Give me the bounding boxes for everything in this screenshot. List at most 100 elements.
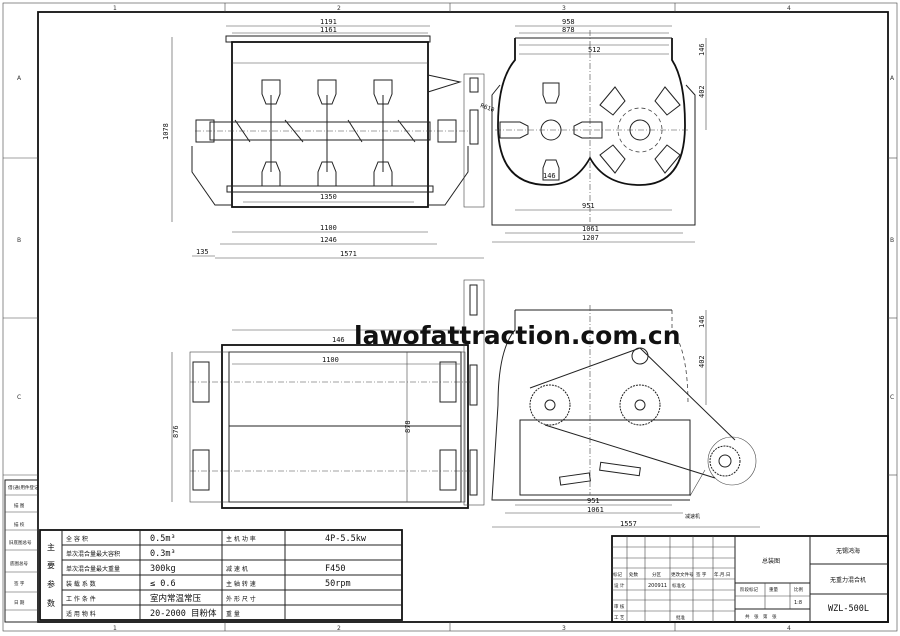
process-label: 工 艺 — [614, 615, 625, 621]
model-number: WZL-500L — [828, 604, 869, 614]
end-view: 减速机 146 402 951 1061 1557 — [491, 305, 760, 528]
design-date: 200911 — [648, 583, 667, 589]
column-label: 3 — [562, 625, 566, 632]
param-label: 主 机 功 率 — [226, 535, 256, 543]
approve-label: 批准 — [676, 614, 685, 621]
params-side-title: 数 — [47, 598, 55, 608]
strip-label: 签 字 — [14, 580, 25, 587]
dim-label: 1078 — [162, 123, 170, 140]
scale-label: 比例 — [794, 586, 803, 593]
standard-label: 标准化 — [672, 582, 686, 589]
column-label: 4 — [787, 625, 791, 632]
dim-label: 1246 — [320, 236, 337, 244]
dim-label: 951 — [582, 202, 595, 210]
param-value: 0.5m³ — [150, 534, 176, 544]
param-value: 300kg — [150, 564, 176, 574]
row-label: C — [890, 394, 894, 401]
param-label: 全 容 积 — [66, 535, 88, 543]
watermark: lawofattraction.com.cn — [354, 321, 681, 350]
dim-label: 146 — [698, 43, 706, 56]
weight-label: 重量 — [769, 586, 778, 593]
designer-label: 设 计 — [614, 582, 625, 589]
dim-label: 1207 — [582, 234, 599, 242]
dim-label: 1100 — [320, 224, 337, 232]
dim-label: 1350 — [320, 193, 337, 201]
dim-label: 951 — [587, 497, 600, 505]
sheet-count: 共 张 第 张 — [745, 613, 777, 620]
parameters-table: 主 要 参 数 全 容 积 0.5m³ 主 机 功 率 4P-5.5kw 单次混合量最大… — [39, 529, 403, 621]
plan-view: 146 1100 876 878 — [171, 279, 485, 509]
dim-label: 402 — [698, 85, 706, 98]
front-view: 1191 1161 1078 1350 1100 1246 135 1571 — [162, 18, 485, 259]
param-value: 20-2000 目粉体 — [150, 608, 217, 619]
column-label: 3 — [562, 5, 566, 12]
dim-label: 876 — [172, 425, 180, 438]
dim-label: 878 — [562, 26, 575, 34]
dim-label: 1100 — [322, 356, 339, 364]
param-value: 室内常温常压 — [150, 593, 202, 604]
grid-zone-markers: 1 2 3 4 1 2 3 4 A B C A B C — [3, 3, 897, 632]
dim-label: 878 — [404, 420, 412, 433]
review-label: 审 核 — [614, 603, 625, 610]
row-label: C — [17, 394, 21, 401]
params-side-title: 参 — [47, 579, 55, 589]
param-value: 4P-5.5kw — [325, 534, 367, 544]
stage-label: 阶段标记 — [740, 586, 758, 593]
company-name: 无锡鸿海 — [836, 547, 860, 555]
dim-label: 1571 — [340, 250, 357, 258]
params-side-title: 要 — [47, 561, 55, 570]
param-label: 单次混合量最大重量 — [66, 565, 120, 573]
title-block: 标记 处数 分区 更改文件号 签 字 年.月.日 设 计 200911 标准化 … — [611, 535, 889, 623]
column-label: 1 — [113, 625, 117, 632]
strip-label: 描 图 — [14, 502, 25, 509]
strip-label: 日 期 — [14, 600, 25, 606]
dim-label: 1061 — [582, 225, 599, 233]
param-label: 单次混合量最大容积 — [66, 550, 120, 558]
param-label: 减 速 机 — [226, 565, 248, 573]
dim-label: 512 — [588, 46, 601, 54]
drawing-frame — [37, 11, 889, 623]
product-name: 无重力混合机 — [830, 576, 866, 584]
row-label: A — [17, 75, 22, 82]
dim-label: 958 — [562, 18, 575, 26]
params-side-title: 主 — [47, 542, 55, 552]
reducer-label: 减速机 — [685, 513, 700, 520]
title-header: 标记 — [613, 571, 622, 578]
title-header: 处数 — [629, 571, 638, 578]
param-label: 适 用 物 料 — [66, 610, 96, 618]
param-label: 工 作 条 件 — [66, 595, 96, 603]
param-label: 装 载 系 数 — [66, 580, 96, 588]
dim-label: 146 — [543, 172, 556, 180]
dim-label: 1161 — [320, 26, 337, 34]
dim-label: 1061 — [587, 506, 604, 514]
row-label: B — [890, 237, 894, 244]
param-label: 主 轴 转 速 — [226, 580, 256, 588]
param-value: ≤ 0.6 — [150, 579, 176, 589]
column-label: 2 — [337, 5, 341, 12]
scale-value: 1:8 — [794, 600, 802, 606]
title-header: 分区 — [652, 571, 661, 578]
dim-label: 146 — [332, 336, 345, 344]
strip-label: 底图总号 — [10, 560, 28, 567]
side-registration-strip: 借(通)用件登记 描 图 描 校 旧底图总号 底图总号 签 字 日 期 — [4, 479, 39, 623]
dim-label: 1191 — [320, 18, 337, 26]
dim-label: R610 — [479, 102, 495, 114]
side-view: 958 878 512 146 402 146 951 1061 1207 R6… — [479, 18, 707, 243]
param-label: 重 量 — [226, 610, 240, 618]
row-label: A — [890, 75, 895, 82]
strip-label: 描 校 — [14, 521, 25, 528]
title-header: 签 字 — [696, 571, 707, 578]
column-label: 4 — [787, 5, 791, 12]
strip-label: 借(通)用件登记 — [8, 484, 39, 491]
param-value: 0.3m³ — [150, 549, 176, 559]
param-value: 50rpm — [325, 579, 351, 589]
param-value: F450 — [325, 564, 345, 574]
column-label: 2 — [337, 625, 341, 632]
column-label: 1 — [113, 5, 117, 12]
title-header: 更改文件号 — [671, 571, 694, 578]
dim-label: 1557 — [620, 520, 637, 528]
title-header: 年.月.日 — [714, 571, 730, 578]
row-label: B — [17, 237, 21, 244]
drawing-name: 总装图 — [762, 557, 780, 565]
